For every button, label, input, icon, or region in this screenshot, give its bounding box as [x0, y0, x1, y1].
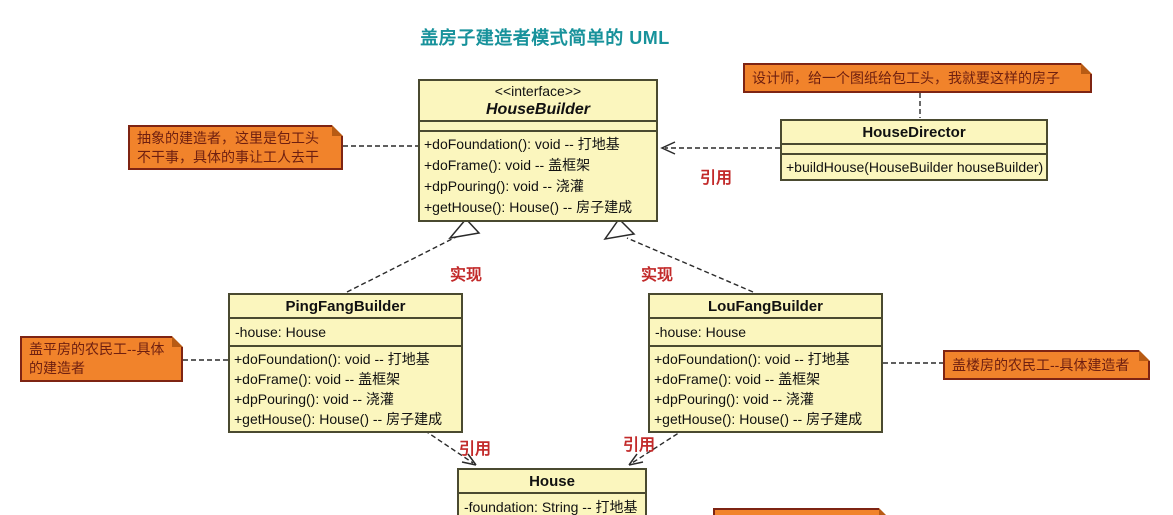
- method-row: +doFrame(): void -- 盖框架: [234, 371, 401, 387]
- note-text: 的建造者: [29, 360, 85, 376]
- attribute-row: -house: House: [655, 324, 747, 340]
- label-ref-bottom-right: 引用: [623, 437, 656, 454]
- note-text: 不干事，具体的事让工人去干: [137, 148, 319, 165]
- method-row: +dpPouring(): void -- 浇灌: [234, 391, 394, 407]
- note-text: 盖楼房的农民工--具体建造者: [952, 356, 1130, 373]
- method-row: +doFrame(): void -- 盖框架: [654, 371, 821, 387]
- pingfangbuilder-name: PingFangBuilder: [285, 298, 406, 315]
- note-partial-bottom: [713, 508, 890, 515]
- label-ref-top: 引用: [700, 170, 733, 187]
- class-housebuilder-header: <<interface>> HouseBuilder: [420, 81, 656, 120]
- method-row: +getHouse(): House() -- 房子建成: [424, 199, 633, 215]
- loufangbuilder-methods: +doFoundation(): void -- 打地基 +doFrame():…: [650, 345, 881, 431]
- realization-arrow-right: [603, 217, 754, 293]
- class-pingfangbuilder: PingFangBuilder -house: House +doFoundat…: [228, 293, 463, 433]
- method-row: +buildHouse(HouseBuilder houseBuilder): [786, 159, 1044, 175]
- pingfangbuilder-attributes: -house: House: [230, 317, 461, 345]
- note-text: 设计师，给一个图纸给包工头，我就要这样的房子: [752, 69, 1060, 86]
- class-housebuilder: <<interface>> HouseBuilder +doFoundation…: [418, 79, 658, 222]
- attribute-row: -house: House: [235, 324, 327, 340]
- note-text: 抽象的建造者，这里是包工头: [137, 129, 319, 146]
- housebuilder-attributes-empty: [420, 120, 656, 130]
- page-title: 盖房子建造者模式简单的 UML: [420, 28, 670, 48]
- loufangbuilder-attributes: -house: House: [650, 317, 881, 345]
- house-attributes: -foundation: String -- 打地基: [459, 492, 645, 515]
- label-realize-left: 实现: [450, 267, 483, 284]
- note-pingfang: 盖平房的农民工--具体 的建造者: [20, 336, 183, 382]
- housebuilder-stereotype: <<interface>>: [494, 83, 582, 99]
- class-house: House -foundation: String -- 打地基: [457, 468, 647, 515]
- dependency-arrow-director-to-builder: [660, 141, 780, 155]
- note-text: 盖平房的农民工--具体: [29, 341, 165, 357]
- label-realize-right: 实现: [641, 267, 674, 284]
- class-house-header: House: [459, 470, 645, 492]
- label-ref-bottom-left: 引用: [459, 441, 492, 458]
- note-loufang: 盖楼房的农民工--具体建造者: [943, 350, 1150, 380]
- housebuilder-methods: +doFoundation(): void -- 打地基 +doFrame():…: [420, 130, 656, 220]
- housedirector-attributes-empty: [782, 143, 1046, 153]
- housebuilder-name: HouseBuilder: [485, 101, 590, 118]
- class-housedirector: HouseDirector +buildHouse(HouseBuilder h…: [780, 119, 1048, 181]
- method-row: +doFrame(): void -- 盖框架: [424, 157, 591, 173]
- class-pingfangbuilder-header: PingFangBuilder: [230, 295, 461, 317]
- note-director: 设计师，给一个图纸给包工头，我就要这样的房子: [743, 63, 1092, 93]
- method-row: +doFoundation(): void -- 打地基: [424, 136, 620, 152]
- method-row: +getHouse(): House() -- 房子建成: [234, 411, 443, 427]
- pingfangbuilder-methods: +doFoundation(): void -- 打地基 +doFrame():…: [230, 345, 461, 431]
- method-row: +dpPouring(): void -- 浇灌: [654, 391, 814, 407]
- note-abstract-builder: 抽象的建造者，这里是包工头 不干事，具体的事让工人去干: [128, 125, 343, 170]
- attribute-row: -foundation: String -- 打地基: [464, 499, 638, 515]
- class-housedirector-header: HouseDirector: [782, 121, 1046, 143]
- class-loufangbuilder-header: LouFangBuilder: [650, 295, 881, 317]
- house-name: House: [529, 473, 575, 490]
- method-row: +dpPouring(): void -- 浇灌: [424, 178, 584, 194]
- method-row: +doFoundation(): void -- 打地基: [654, 351, 850, 367]
- loufangbuilder-name: LouFangBuilder: [708, 298, 823, 315]
- housedirector-methods: +buildHouse(HouseBuilder houseBuilder): [782, 153, 1046, 179]
- class-loufangbuilder: LouFangBuilder -house: House +doFoundati…: [648, 293, 883, 433]
- method-row: +getHouse(): House() -- 房子建成: [654, 411, 863, 427]
- housedirector-name: HouseDirector: [862, 124, 966, 141]
- method-row: +doFoundation(): void -- 打地基: [234, 351, 430, 367]
